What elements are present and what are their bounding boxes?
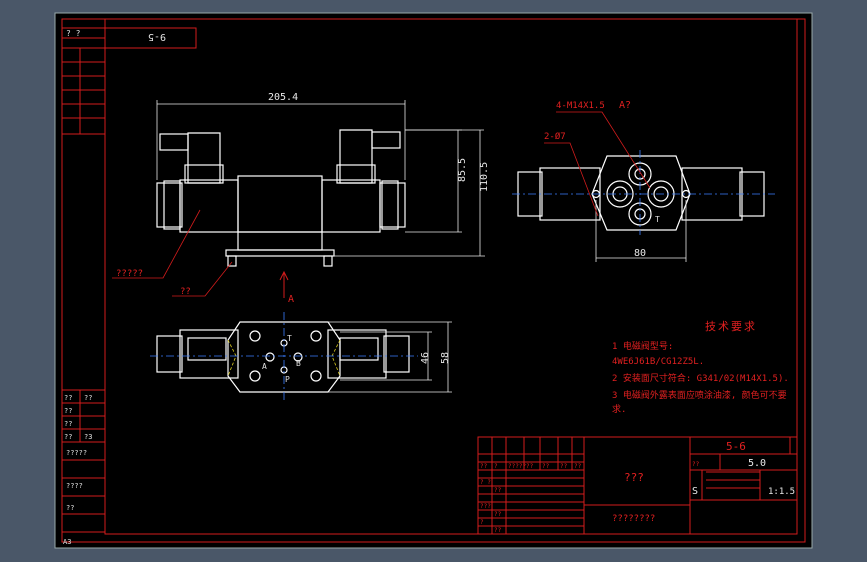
svg-text:??: ?? bbox=[84, 394, 92, 402]
svg-text:?????: ????? bbox=[66, 449, 87, 457]
svg-text:??: ?? bbox=[692, 461, 700, 468]
svg-text:??: ?? bbox=[494, 487, 502, 494]
svg-text:??: ?? bbox=[494, 511, 502, 518]
svg-text:?3: ?3 bbox=[84, 433, 92, 441]
svg-text:??: ?? bbox=[66, 504, 74, 512]
svg-text:?: ? bbox=[480, 519, 484, 526]
top-port-labels: T A B P bbox=[262, 334, 301, 384]
stamp-corner-text: ? ? bbox=[66, 29, 81, 38]
technical-notes: 技术要求 1 电磁阀型号: 4WE6J61B/CG12Z5L. 2 安装面尺寸符… bbox=[612, 320, 789, 415]
top-view-arrow bbox=[279, 270, 289, 298]
note-line-5: 求. bbox=[612, 403, 626, 415]
dim-front-width: 205.4 bbox=[268, 92, 298, 103]
thread-callout: 4-M14X1.5 bbox=[556, 101, 605, 111]
title-drawing-no: 5-6 bbox=[726, 440, 746, 453]
title-stage-mark: S bbox=[692, 486, 698, 497]
side-view-label: A? bbox=[619, 100, 631, 111]
notes-heading: 技术要求 bbox=[705, 320, 757, 333]
dim-front-height-total: 110.5 bbox=[479, 162, 490, 192]
title-weight: 5.0 bbox=[748, 458, 766, 469]
stamp-top-left bbox=[61, 27, 197, 49]
drawing-sheet bbox=[54, 12, 813, 549]
note-line-2: 4WE6J61B/CG12Z5L. bbox=[612, 357, 704, 367]
svg-text:????: ???? bbox=[66, 482, 83, 490]
svg-text:??: ?? bbox=[560, 463, 568, 470]
side-view-center-lines bbox=[512, 150, 775, 235]
note-line-4: 3 电磁阀外露表面应喷涂油漆, 颜色可不要 bbox=[612, 389, 787, 401]
top-view-arrow-label: A bbox=[288, 294, 294, 305]
svg-text:??: ?? bbox=[542, 463, 550, 470]
note-line-3: 2 安装面尺寸符合: G341/02(M14X1.5). bbox=[612, 372, 789, 384]
title-name: ??? bbox=[624, 471, 644, 484]
left-strip-boxes bbox=[61, 47, 106, 533]
front-view-dimensions bbox=[156, 100, 485, 257]
note-line-1: 1 电磁阀型号: bbox=[612, 340, 673, 352]
dim-front-height-coil: 85.5 bbox=[457, 158, 468, 182]
drawing-code-upside-down: 9-5 bbox=[148, 31, 166, 42]
svg-text:??: ?? bbox=[494, 527, 502, 534]
svg-text:??: ?? bbox=[480, 463, 488, 470]
dim-side-width: 80 bbox=[634, 248, 646, 259]
svg-text:??: ?? bbox=[64, 394, 72, 402]
leader-base-label: ?? bbox=[180, 287, 191, 297]
sheet-inner-frame bbox=[104, 18, 798, 535]
top-view-dimensions bbox=[328, 321, 452, 393]
svg-text:??: ?? bbox=[526, 463, 534, 470]
leader-body-label: ????? bbox=[116, 269, 143, 279]
top-view-center-lines bbox=[150, 312, 418, 402]
side-port-t: T bbox=[655, 215, 660, 224]
title-material: ???????? bbox=[612, 514, 655, 524]
dim-top-depth-inner: 46 bbox=[420, 352, 431, 364]
pin-callout: 2-Ø7 bbox=[544, 131, 566, 142]
svg-text:?: ? bbox=[494, 463, 498, 470]
svg-text:? ?: ? ? bbox=[480, 479, 491, 486]
title-block-frame bbox=[477, 436, 798, 535]
front-view bbox=[156, 129, 406, 267]
svg-text:T: T bbox=[287, 334, 292, 343]
svg-text:??: ?? bbox=[574, 463, 582, 470]
title-scale: 1:1.5 bbox=[768, 487, 795, 497]
svg-text:A: A bbox=[262, 362, 267, 371]
left-strip-labels: ?? ?? ?? ?? ?? ?3 ????? ???? ?? bbox=[64, 394, 92, 512]
title-block-small-labels: ?? ? ????? ?? ?? ?? ?? ? ? ?? ??? ?? ? ?… bbox=[480, 461, 700, 534]
svg-text:??: ?? bbox=[64, 407, 72, 415]
front-view-leaders bbox=[112, 209, 233, 297]
svg-text:P: P bbox=[285, 375, 290, 384]
side-view-leaders bbox=[544, 111, 651, 217]
svg-text:??: ?? bbox=[64, 433, 72, 441]
svg-text:??: ?? bbox=[64, 420, 72, 428]
svg-text:B: B bbox=[296, 359, 301, 368]
svg-text:???: ??? bbox=[480, 503, 491, 510]
dim-top-depth-outer: 58 bbox=[440, 352, 451, 364]
sheet-size-label: A3 bbox=[63, 538, 71, 546]
svg-text:?????: ????? bbox=[508, 463, 526, 470]
